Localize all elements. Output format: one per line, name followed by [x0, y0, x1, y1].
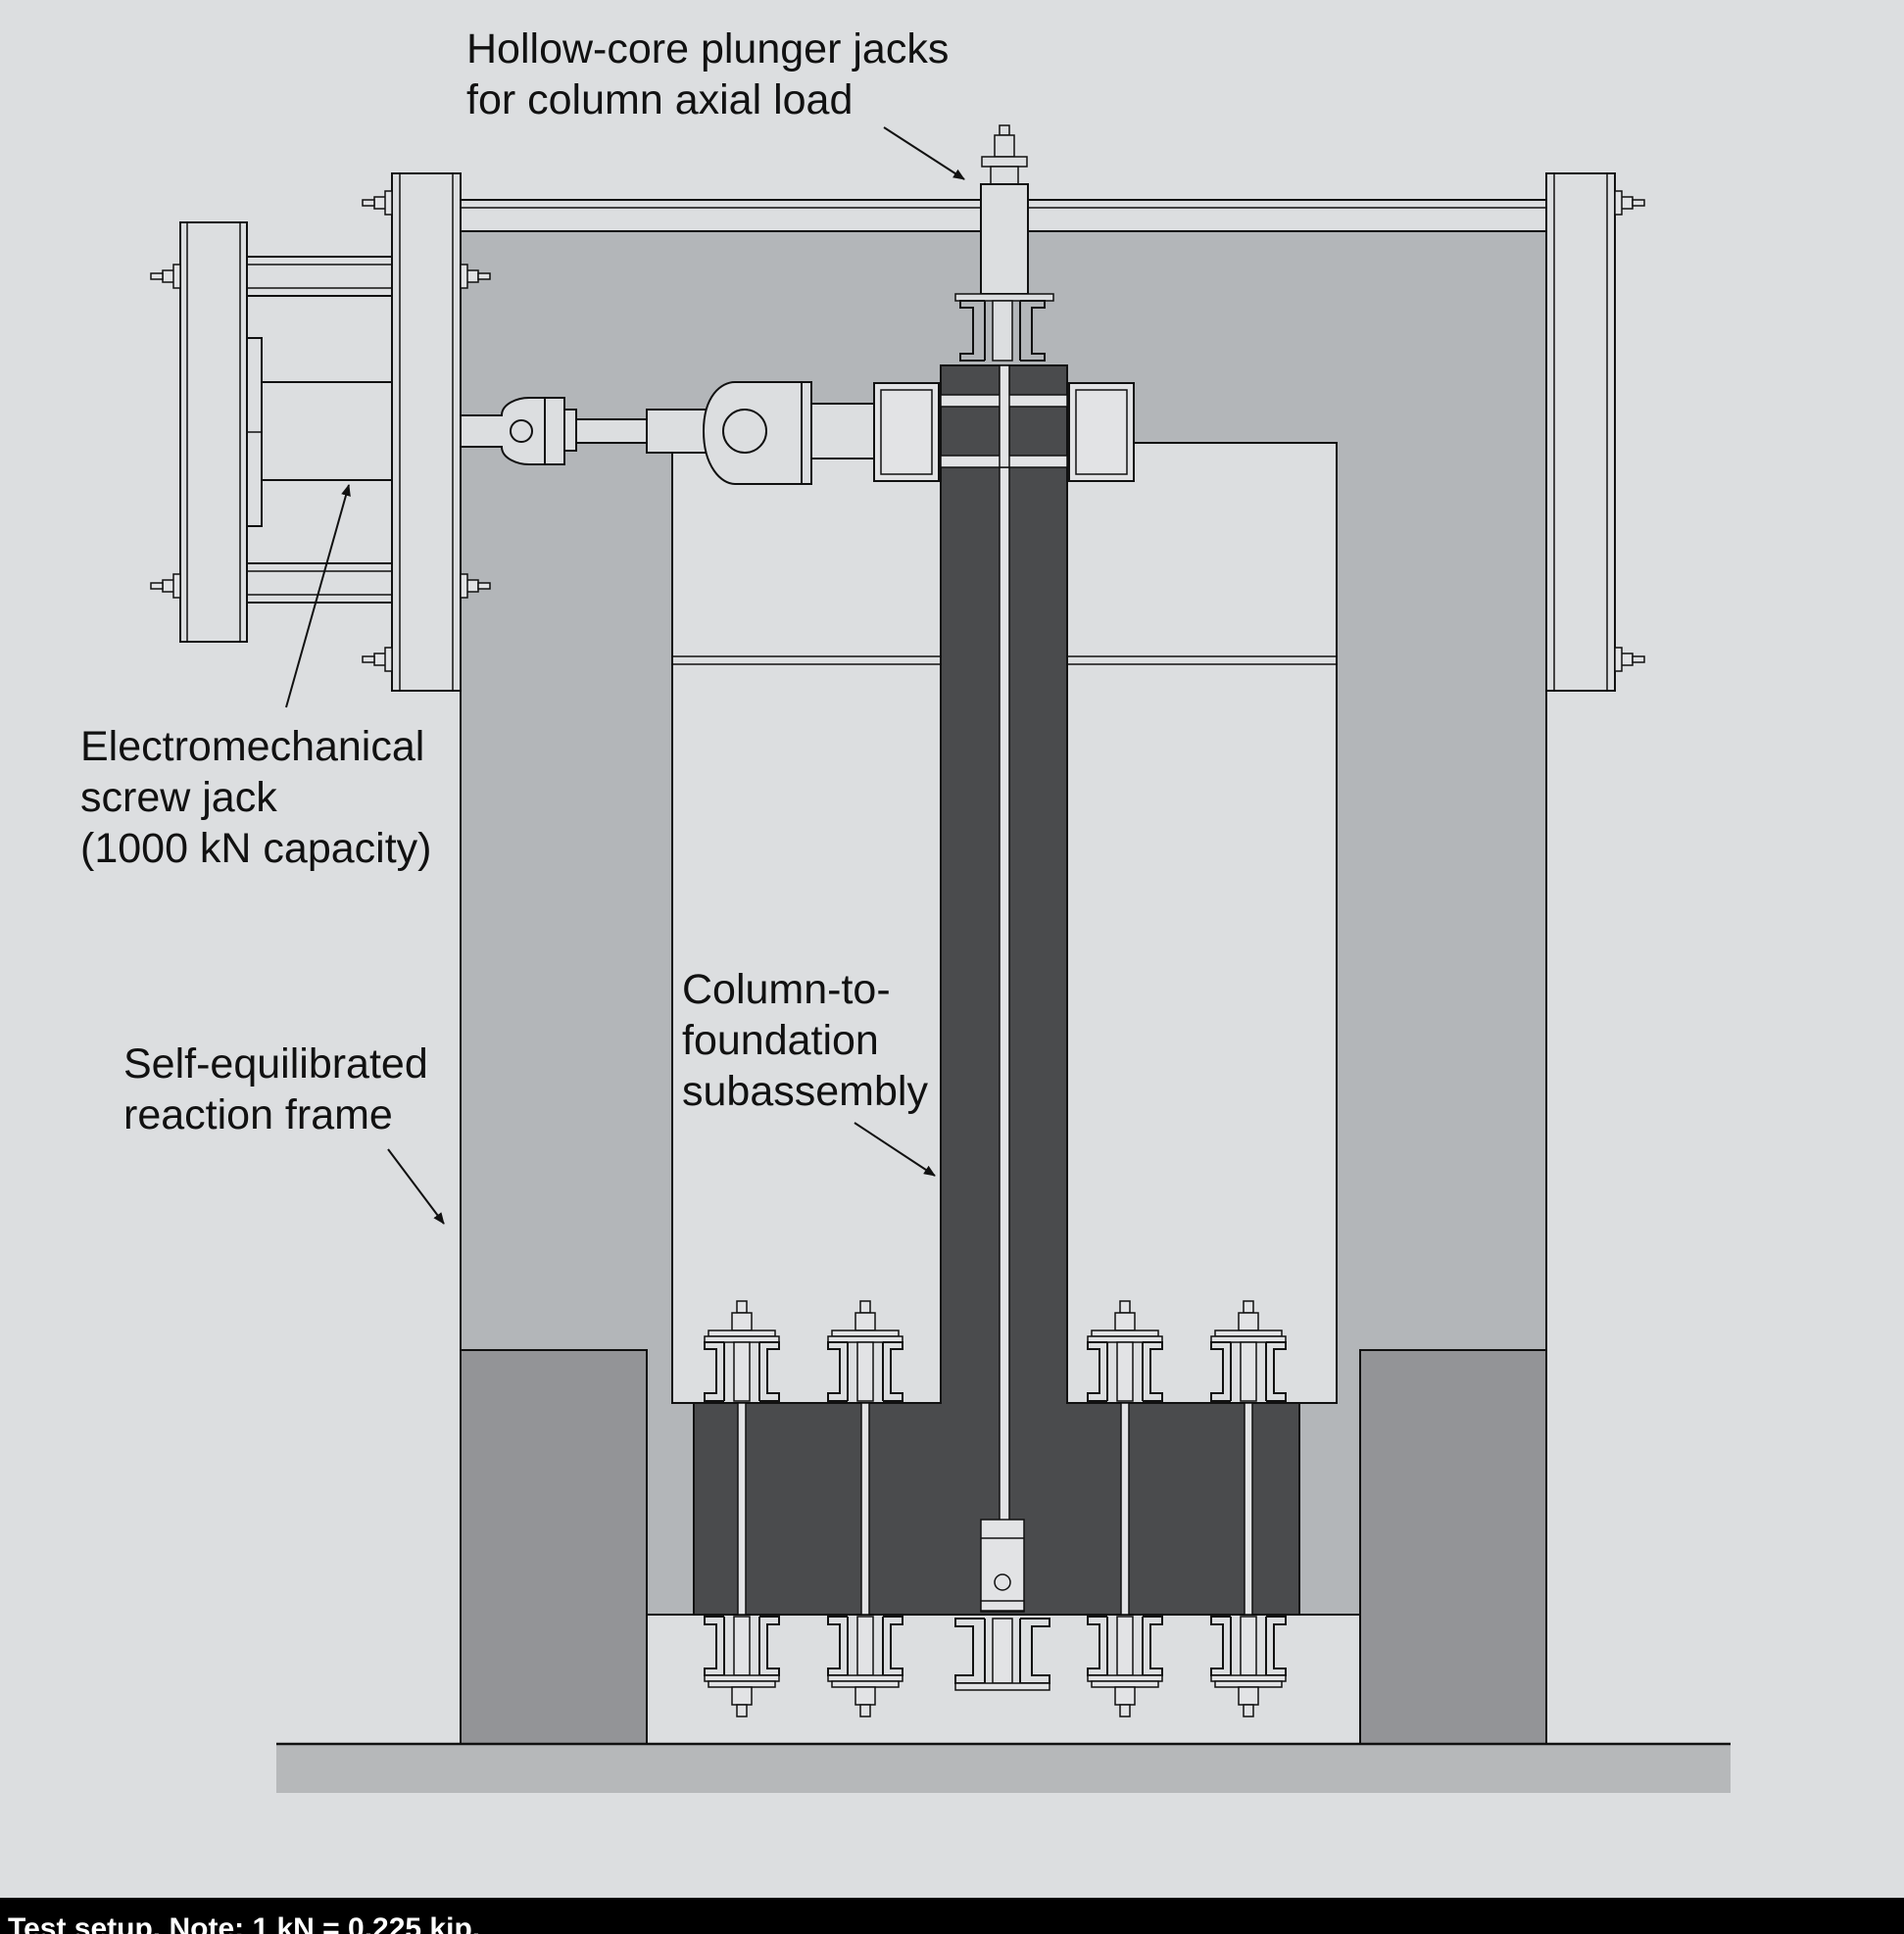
frame-end-plates: [362, 172, 1645, 692]
plunger-jacks-arrow: [883, 126, 965, 180]
subassembly-label-line-3: subassembly: [682, 1068, 928, 1115]
loading-plate-left: [873, 382, 940, 482]
frame-foot-left: [460, 1349, 648, 1745]
subassembly-label: Column-to- foundation subassembly: [682, 964, 928, 1117]
plunger-jacks-label-line-1: Hollow-core plunger jacks: [466, 25, 950, 73]
bottom-clamp-center: [954, 1618, 1050, 1691]
plunger-jacks-label-line-2: for column axial load: [466, 76, 854, 123]
jack-end-plate: [179, 221, 248, 643]
screw-jack-label: Electromechanical screw jack (1000 kN ca…: [80, 721, 432, 874]
subassembly-arrow: [854, 1122, 936, 1177]
subassembly-label-line-2: foundation: [682, 1017, 879, 1064]
screw-jack-label-line-2: screw jack: [80, 774, 277, 821]
column-subassembly: [671, 364, 1338, 1691]
reaction-frame-label-line-2: reaction frame: [123, 1091, 393, 1138]
screw-jack: [150, 221, 393, 643]
subassembly-label-line-1: Column-to-: [682, 966, 891, 1013]
screw-jack-label-line-1: Electromechanical: [80, 723, 425, 770]
column-specimen: [693, 364, 1300, 1616]
actuator-linkage: [460, 381, 875, 485]
caption-bar: Test setup. Note: 1 kN = 0.225 kip.: [0, 1898, 1904, 1934]
screw-jack-arrow: [285, 484, 351, 708]
reaction-frame-label-line-1: Self-equilibrated: [123, 1040, 428, 1088]
loading-plate-right: [1068, 382, 1135, 482]
screw-jack-label-line-3: (1000 kN capacity): [80, 825, 432, 872]
plunger-jacks-label: Hollow-core plunger jacks for column axi…: [466, 24, 949, 125]
rod-anchor-lower: [980, 1519, 1025, 1613]
jack-body: [260, 381, 393, 481]
axial-rod: [999, 364, 1010, 1591]
plunger-jack: [954, 124, 1054, 362]
figure-caption: Test setup. Note: 1 kN = 0.225 kip.: [8, 1912, 481, 1934]
reaction-frame-arrow: [387, 1148, 445, 1225]
frame-foot-right: [1359, 1349, 1547, 1745]
anchor-rods: [704, 1300, 1287, 1717]
leader-arrows: [285, 126, 965, 1225]
reaction-frame-label: Self-equilibrated reaction frame: [123, 1039, 428, 1140]
ground-slab: [276, 1742, 1731, 1793]
